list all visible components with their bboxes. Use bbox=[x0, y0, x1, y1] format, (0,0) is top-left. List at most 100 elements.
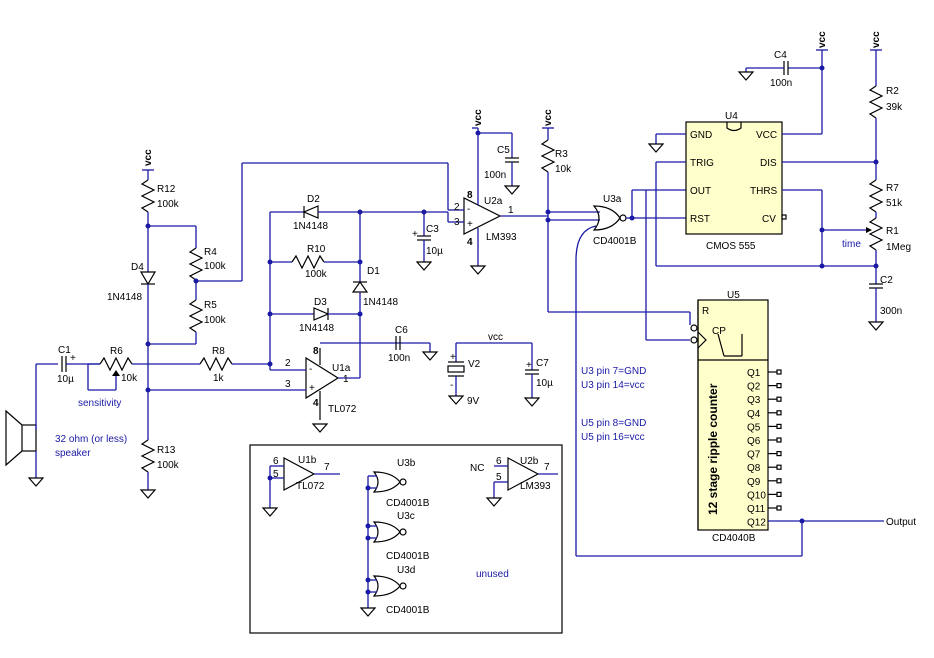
u5-pin-stub bbox=[776, 437, 782, 443]
capacitor-c3 bbox=[415, 235, 433, 271]
c7-plus: + bbox=[526, 360, 532, 371]
speaker-label-line1: 32 ohm (or less) bbox=[55, 434, 127, 445]
u5-pin-stub bbox=[776, 369, 782, 375]
u3d-ref: U3d bbox=[397, 565, 415, 576]
u1a-pin4: 4 bbox=[313, 398, 319, 409]
c3-value: 10µ bbox=[426, 246, 443, 257]
vcc-label-r2: vcc bbox=[871, 31, 882, 48]
u3b-ref: U3b bbox=[397, 458, 416, 469]
u1b-pin6: 6 bbox=[273, 456, 279, 467]
u4-pin-dis: DIS bbox=[760, 158, 777, 169]
c4-ref: C4 bbox=[774, 50, 787, 61]
d3-ref: D3 bbox=[314, 297, 327, 308]
vcc-label-c4: vcc bbox=[817, 31, 828, 48]
u1a-pin2: 2 bbox=[285, 358, 291, 369]
u3a-part: CD4001B bbox=[593, 236, 637, 247]
capacitor-c6 bbox=[395, 336, 439, 361]
d2-ref: D2 bbox=[307, 194, 320, 205]
u5-pin-stub bbox=[776, 478, 782, 484]
c5-value: 100n bbox=[484, 170, 506, 181]
potentiometer-r6 bbox=[87, 356, 200, 391]
u5-pin-r: R bbox=[702, 306, 709, 317]
r13-ref: R13 bbox=[157, 445, 176, 456]
unused-label: unused bbox=[476, 569, 509, 580]
d4-value: 1N4148 bbox=[107, 292, 142, 303]
u4-pin-trig: TRIG bbox=[690, 158, 714, 169]
capacitor-c5 bbox=[503, 133, 521, 195]
r5-ref: R5 bbox=[204, 300, 217, 311]
u5-pin-stub bbox=[776, 423, 782, 429]
r4-ref: R4 bbox=[204, 247, 217, 258]
c1-ref: C1 bbox=[58, 345, 71, 356]
u2a-pin2: 2 bbox=[454, 202, 460, 213]
u5-pin-q1: Q1 bbox=[747, 368, 761, 379]
r5-value: 100k bbox=[204, 315, 227, 326]
sensitivity-label: sensitivity bbox=[78, 398, 121, 409]
u5-pin-stub bbox=[776, 464, 782, 470]
u4-pin-thrs: THRS bbox=[750, 186, 778, 197]
u5-pin-q9: Q9 bbox=[747, 477, 761, 488]
opamp-u1a bbox=[148, 342, 430, 433]
battery-v2 bbox=[447, 342, 541, 407]
u1b-part: TL072 bbox=[296, 481, 325, 492]
vcc-label-r12: vcc bbox=[143, 149, 154, 166]
u3a-ref: U3a bbox=[603, 194, 622, 205]
r8-ref: R8 bbox=[212, 346, 225, 357]
u2a-pin8: 8 bbox=[467, 190, 473, 201]
c1-plus: + bbox=[70, 353, 76, 364]
u2a-plus: + bbox=[467, 219, 473, 230]
c6-value: 100n bbox=[388, 353, 410, 364]
u5-pin-q12: Q12 bbox=[747, 518, 766, 529]
u1a-plus: + bbox=[309, 383, 315, 394]
speaker-label-line2: speaker bbox=[55, 448, 91, 459]
c2-ref: C2 bbox=[880, 275, 893, 286]
u2b-pin6: 6 bbox=[496, 456, 502, 467]
u4-pin-gnd: GND bbox=[690, 130, 712, 141]
r4-value: 100k bbox=[204, 261, 227, 272]
output-label: Output bbox=[886, 517, 916, 528]
u2b-pin7: 7 bbox=[544, 462, 550, 473]
u5-pin-stub bbox=[776, 505, 782, 511]
u5-title: 12 stage ripple counter bbox=[706, 383, 720, 515]
r7-ref: R7 bbox=[886, 183, 899, 194]
u5-pin-q3: Q3 bbox=[747, 395, 761, 406]
r6-ref: R6 bbox=[110, 346, 123, 357]
c3-ref: C3 bbox=[426, 224, 439, 235]
r3-value: 10k bbox=[555, 164, 572, 175]
c7-ref: C7 bbox=[536, 358, 549, 369]
u5-pin-q7: Q7 bbox=[747, 450, 761, 461]
c6-ref: C6 bbox=[395, 325, 408, 336]
u2b-part: LM393 bbox=[520, 481, 551, 492]
capacitor-c4 bbox=[737, 49, 828, 81]
c3-plus: + bbox=[412, 229, 418, 240]
comparator-u2a bbox=[447, 127, 548, 275]
r6-value: 10k bbox=[121, 373, 138, 384]
r10-ref: R10 bbox=[307, 244, 326, 255]
r3-ref: R3 bbox=[555, 149, 568, 160]
u5-pin-stub bbox=[776, 383, 782, 389]
speaker bbox=[5, 363, 58, 487]
c4-value: 100n bbox=[770, 78, 792, 89]
r12-value: 100k bbox=[157, 199, 180, 210]
u5-pin-stub bbox=[776, 451, 782, 457]
r7-value: 51k bbox=[886, 198, 903, 209]
d1-ref: D1 bbox=[367, 266, 380, 277]
u1b-pin7: 7 bbox=[324, 462, 330, 473]
r2-ref: R2 bbox=[886, 86, 899, 97]
u1b-pin5: 5 bbox=[273, 469, 279, 480]
v2-ref: V2 bbox=[468, 359, 481, 370]
d4-ref: D4 bbox=[131, 262, 144, 273]
d2-value: 1N4148 bbox=[293, 221, 328, 232]
u2a-part: LM393 bbox=[486, 232, 517, 243]
r8-value: 1k bbox=[213, 373, 225, 384]
u3c-part: CD4001B bbox=[386, 551, 430, 562]
u3b-part: CD4001B bbox=[386, 498, 430, 509]
u4-pin-rst: RST bbox=[690, 214, 710, 225]
u5-pin-q4: Q4 bbox=[747, 409, 761, 420]
u5-pin-q11: Q11 bbox=[747, 504, 766, 515]
unused-parts-box bbox=[249, 444, 563, 634]
note-1: U3 pin 7=GND bbox=[581, 366, 646, 377]
u3d-part: CD4001B bbox=[386, 605, 430, 616]
u1a-minus: - bbox=[309, 364, 312, 375]
